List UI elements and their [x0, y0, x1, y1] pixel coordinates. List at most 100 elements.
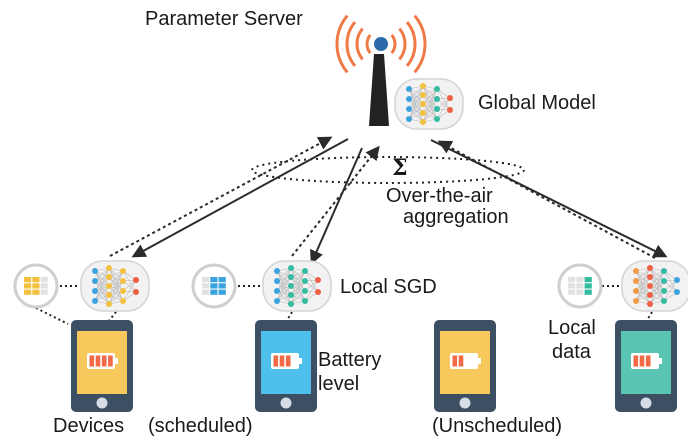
network-edge	[649, 270, 665, 296]
data-cell	[24, 283, 32, 289]
network-node	[647, 292, 653, 298]
network-node	[302, 288, 308, 294]
network-edge	[649, 280, 665, 305]
network-edge	[408, 98, 424, 123]
devices-label: Devices	[53, 415, 124, 437]
network-node	[288, 274, 294, 280]
network-edge	[122, 270, 137, 293]
network-node	[302, 298, 308, 304]
data-cell	[218, 283, 226, 289]
network-edge	[94, 270, 110, 287]
data-cell	[202, 277, 210, 283]
network-edge	[422, 103, 438, 120]
network-edge	[635, 276, 651, 302]
battery-bar	[273, 355, 279, 367]
data-cell	[32, 289, 40, 295]
network-edge	[436, 88, 451, 111]
sigma-symbol: Σ	[392, 155, 408, 181]
data-cell	[40, 283, 48, 289]
network-edge	[408, 94, 424, 120]
network-edge	[290, 280, 306, 305]
data-cell	[568, 289, 576, 295]
device-2-group	[191, 260, 332, 412]
network-node	[647, 274, 653, 280]
network-edge	[422, 94, 438, 110]
local-model-network-icon	[262, 260, 332, 312]
network-node	[447, 107, 453, 113]
data-cell	[576, 289, 584, 295]
network-node	[288, 283, 294, 289]
network-node	[633, 288, 639, 294]
network-node	[120, 268, 126, 274]
network-edge	[276, 270, 292, 296]
data-cell	[24, 289, 32, 295]
device-4-group	[557, 260, 688, 412]
network-edge	[108, 290, 124, 305]
network-edge	[94, 270, 110, 296]
network-edge	[635, 270, 651, 305]
network-edge	[290, 276, 306, 292]
network-edge	[408, 85, 424, 120]
network-edge	[649, 270, 665, 287]
network-edge	[94, 270, 110, 305]
network-edge	[635, 270, 651, 296]
network-edge	[422, 88, 438, 114]
network-edge	[108, 270, 124, 296]
battery-bar	[458, 355, 464, 367]
phone-home-button	[96, 397, 108, 409]
data-cell	[576, 277, 584, 283]
network-edge	[108, 280, 124, 305]
network-edge	[663, 279, 678, 302]
smartphone-icon	[615, 320, 677, 412]
network-edge	[408, 88, 424, 123]
smartphone-icon	[71, 320, 133, 412]
network-node	[647, 283, 653, 289]
network-edge	[94, 290, 110, 305]
network-edge	[635, 280, 651, 305]
signal-wave-left	[335, 14, 349, 74]
network-node	[315, 289, 321, 295]
network-badge	[80, 260, 150, 312]
uplink-arrow-device-4	[437, 140, 656, 259]
network-node	[434, 116, 440, 122]
network-node	[302, 268, 308, 274]
downlink-arrow-device-1	[131, 138, 349, 258]
network-edge	[94, 276, 110, 302]
network-edge	[649, 290, 665, 305]
network-edge	[408, 108, 424, 123]
data-cell	[40, 277, 48, 283]
aggregation-label-line1: Over-the-air	[386, 185, 493, 207]
network-edge	[422, 85, 438, 100]
network-node	[274, 288, 280, 294]
network-edge	[635, 267, 651, 292]
network-edge	[108, 285, 124, 302]
network-edge	[290, 267, 306, 282]
local-sgd-label: Local SGD	[340, 276, 437, 298]
network-edge	[108, 267, 124, 292]
phone-home-button	[459, 397, 471, 409]
local-data-icon	[13, 263, 59, 309]
network-edge	[304, 279, 319, 302]
network-node	[406, 106, 412, 112]
network-node	[288, 292, 294, 298]
data-cell	[210, 283, 218, 289]
network-node	[274, 268, 280, 274]
network-edge	[422, 85, 438, 110]
signal-wave-right	[398, 27, 407, 61]
scheduled-label: (scheduled)	[148, 415, 253, 437]
data-cell	[32, 277, 40, 283]
network-node	[420, 110, 426, 116]
local-data-icon	[557, 263, 603, 309]
network-edge	[122, 279, 137, 302]
unscheduled-label: (Unscheduled)	[432, 415, 562, 437]
network-node	[302, 278, 308, 284]
model-phone-link	[285, 311, 293, 323]
network-node	[288, 301, 294, 307]
network-edge	[94, 267, 110, 292]
network-edge	[304, 270, 319, 293]
data-cell	[210, 289, 218, 295]
network-edge	[276, 280, 292, 305]
network-node	[434, 106, 440, 112]
network-edge	[408, 103, 424, 120]
